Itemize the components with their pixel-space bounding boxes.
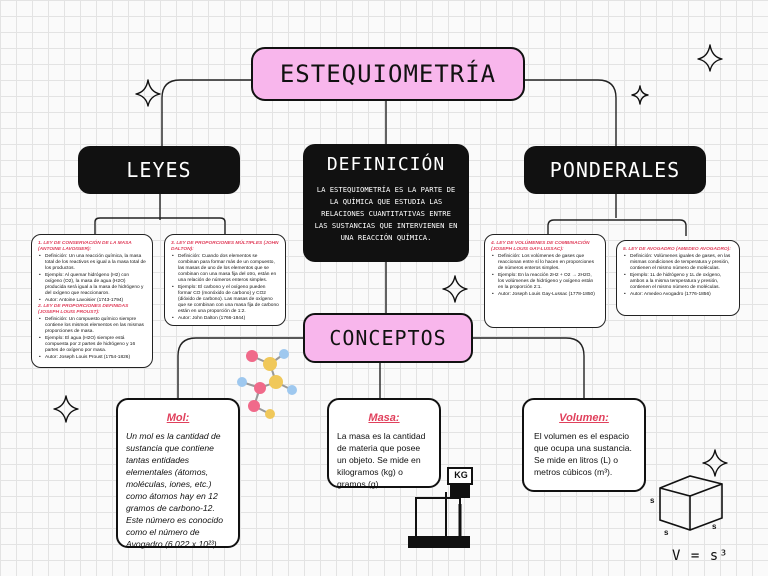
ponderales-box: PONDERALES [524,146,706,194]
mol-card: Mol: Un mol es la cantidad de sustancia … [116,398,240,549]
cube-edge-label-left: s [650,496,655,505]
law-1-example: Ejemplo: Al quemar hidrógeno (H2) con ox… [38,273,146,297]
law-3-title: 3. LEY DE PROPORCIONES MÚLTIPLES (JOHN D… [171,241,279,252]
law-3-author: Autor: John Dalton (1766-1844) [171,316,279,322]
molecule-icon [237,349,297,419]
law-2-author: Autor: Joseph Louis Proust (1754-1826) [38,355,146,361]
ponderales-title: PONDERALES [549,158,681,182]
volume-formula: V = s³ [672,548,729,564]
masa-text: La masa es la cantidad de materia que po… [337,431,426,489]
volumen-card: Volumen: El volumen es el espacio que oc… [522,398,646,492]
law-1-title: 1. LEY DE CONSERVACIÓN DE LA MASA (ANTOI… [38,241,132,252]
main-title-box: ESTEQUIOMETRÍA [251,47,525,101]
law-4-author: Autor: Joseph Louis Gay-Lussac (1778-185… [491,292,599,298]
law-3-definition: Definición: Cuando dos elementos se comb… [171,254,279,284]
law-2-example: Ejemplo: El agua (H2O) siempre está comp… [38,336,146,354]
law-5-title: 5. LEY DE AVOGADRO (AMEDEO AVOGADRO): [623,247,731,252]
sparkle-icon [53,395,79,423]
law-2-title: 2. LEY DE PROPORCIONES DEFINIDAS (JOSEPH… [38,304,129,315]
volumen-title: Volumen: [559,412,609,424]
law-4-example: Ejemplo: En la reacción 2H2 + O2 → 2H2O,… [491,273,599,291]
definicion-title: DEFINICIÓN [326,154,446,175]
law-2-definition: Definición: Un compuesto químico siempre… [38,317,146,335]
law-4-title: 4. LEY DE VOLÚMENES DE COMBINACIÓN (JOSE… [491,241,590,252]
law-5-author: Autor: Amedeo Avogadro (1776-1856) [623,292,733,298]
leyes-title: LEYES [126,158,192,182]
law-3-example: Ejemplo: El carbono y el oxígeno pueden … [171,285,279,315]
conceptos-box: CONCEPTOS [303,313,473,363]
definicion-box: DEFINICIÓN LA ESTEQUIOMETRÍA ES LA PARTE… [303,144,469,262]
sparkle-icon [697,44,723,72]
scale-icon [408,467,473,548]
sparkle-icon [702,449,728,477]
cube-edge-label-right: s [712,522,717,531]
law-4-definition: Definición: Los volúmenes de gases que r… [491,254,599,272]
volumen-text: El volumen es el espacio que ocupa una s… [534,431,632,477]
masa-card: Masa: La masa es la cantidad de materia … [327,398,441,489]
law-1-author: Autor: Antoine Lavoisier (1743-1794) [38,298,146,304]
mol-text: Un mol es la cantidad de sustancia que c… [126,431,223,549]
law-card-1: 1. LEY DE CONSERVACIÓN DE LA MASA (ANTOI… [31,234,153,368]
scale-label: KG [454,470,468,480]
mol-title: Mol: [166,412,190,424]
law-card-4: 5. LEY DE AVOGADRO (AMEDEO AVOGADRO): De… [616,240,740,316]
conceptos-title: CONCEPTOS [329,326,447,350]
leyes-box: LEYES [78,146,240,194]
cube-edge-label-bottom: s [664,528,669,537]
main-title: ESTEQUIOMETRÍA [279,60,497,88]
law-5-definition: Definición: Volúmenes iguales de gases, … [623,254,733,272]
sparkle-icon [631,85,649,105]
definicion-text: LA ESTEQUIOMETRÍA ES LA PARTE DE LA QUÍM… [314,185,458,242]
law-card-2: 3. LEY DE PROPORCIONES MÚLTIPLES (JOHN D… [164,234,286,326]
cube-icon [659,475,723,531]
sparkle-icon [135,79,161,107]
law-5-example: Ejemplo: 1L de hidrógeno y 1L de oxígeno… [623,273,733,291]
sparkle-icon [442,275,468,303]
law-1-definition: Definición: Un una reacción química, la … [38,254,146,272]
law-card-3: 4. LEY DE VOLÚMENES DE COMBINACIÓN (JOSE… [484,234,606,328]
masa-title: Masa: [368,412,400,424]
